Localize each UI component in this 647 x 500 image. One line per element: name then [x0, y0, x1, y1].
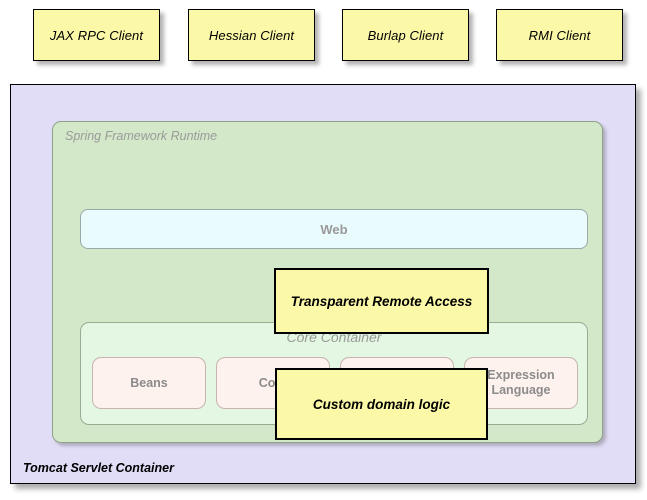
- client-label: JAX RPC Client: [49, 27, 144, 43]
- web-layer-label: Web: [320, 221, 348, 237]
- client-row: JAX RPC Client Hessian Client Burlap Cli…: [0, 0, 647, 80]
- tomcat-container-label: Tomcat Servlet Container: [23, 461, 174, 475]
- client-box-jax-rpc[interactable]: JAX RPC Client: [33, 9, 160, 61]
- web-layer: Web: [80, 209, 588, 249]
- overlay-label: Transparent Remote Access: [290, 293, 473, 309]
- overlay-custom-domain-logic[interactable]: Custom domain logic: [275, 368, 488, 440]
- client-label: Hessian Client: [208, 27, 295, 43]
- module-box-beans[interactable]: Beans: [92, 357, 206, 409]
- client-box-rmi[interactable]: RMI Client: [496, 9, 623, 61]
- client-label: Burlap Client: [367, 27, 444, 43]
- client-label: RMI Client: [528, 27, 591, 43]
- overlay-transparent-remote-access[interactable]: Transparent Remote Access: [274, 268, 489, 334]
- client-box-hessian[interactable]: Hessian Client: [188, 9, 315, 61]
- spring-framework-runtime: Spring Framework Runtime Web Core Contai…: [52, 121, 603, 443]
- tomcat-servlet-container: Spring Framework Runtime Web Core Contai…: [10, 84, 636, 484]
- client-box-burlap[interactable]: Burlap Client: [342, 9, 469, 61]
- overlay-label: Custom domain logic: [312, 396, 451, 412]
- spring-runtime-label: Spring Framework Runtime: [65, 129, 218, 143]
- module-label: Beans: [130, 375, 168, 390]
